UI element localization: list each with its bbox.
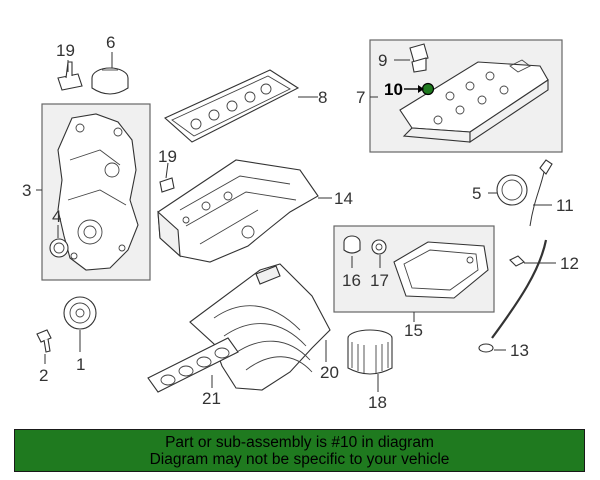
intake-manifold[interactable]	[189, 263, 331, 391]
callout-9: 9	[378, 51, 387, 70]
drain-plug[interactable]	[343, 235, 361, 254]
crankshaft-pulley-bolt[interactable]	[36, 329, 52, 353]
callout-10-arrow	[404, 85, 424, 93]
callout-13: 13	[510, 341, 529, 360]
callout-16: 16	[342, 271, 361, 290]
dipstick-tube[interactable]	[491, 239, 548, 339]
valve-cover[interactable]	[399, 59, 549, 144]
upper-oil-pan[interactable]	[157, 159, 319, 263]
callout-12: 12	[560, 254, 579, 273]
rear-main-seal[interactable]	[496, 174, 528, 206]
callout-4: 4	[52, 207, 61, 226]
banner-line-2: Diagram may not be specific to your vehi…	[149, 450, 450, 468]
callout-14: 14	[334, 189, 353, 208]
callout-20: 20	[320, 363, 339, 382]
pcv-valve[interactable]	[409, 43, 429, 73]
banner-line-1: Part or sub-assembly is #10 in diagram	[165, 433, 434, 451]
lower-oil-pan[interactable]	[393, 241, 489, 299]
callout-15: 15	[404, 321, 423, 340]
oil-filter[interactable]	[347, 329, 393, 375]
callout-18: 18	[368, 393, 387, 412]
oil-filler-cap[interactable]	[91, 67, 129, 95]
intake-manifold-gasket[interactable]	[147, 337, 239, 393]
callout-3: 3	[22, 181, 31, 200]
callout-1: 1	[76, 355, 85, 374]
callout-2: 2	[39, 366, 48, 385]
callout-8: 8	[318, 88, 327, 107]
camshaft-sensor-19[interactable]	[57, 61, 83, 91]
highlighted-part-10[interactable]	[421, 82, 435, 96]
valve-cover-gasket[interactable]	[164, 69, 300, 143]
callout-6: 6	[106, 33, 115, 52]
front-crank-seal[interactable]	[49, 238, 69, 258]
knock-sensor-19[interactable]	[159, 177, 175, 193]
callout-19-mid: 19	[158, 147, 177, 166]
callout-11: 11	[556, 196, 574, 215]
dipstick-tube-oring[interactable]	[478, 343, 494, 353]
info-banner: Part or sub-assembly is #10 in diagram D…	[14, 429, 585, 472]
timing-chain-cover[interactable]	[57, 113, 139, 271]
crankshaft-pulley[interactable]	[63, 296, 97, 330]
drain-plug-washer[interactable]	[371, 239, 387, 255]
callout-21: 21	[202, 389, 221, 408]
callout-5: 5	[472, 184, 481, 203]
oil-dipstick[interactable]	[529, 159, 553, 227]
callout-10: 10	[384, 80, 403, 99]
callout-19-top: 19	[56, 41, 75, 60]
callout-7: 7	[356, 88, 365, 107]
callout-17: 17	[370, 271, 389, 290]
